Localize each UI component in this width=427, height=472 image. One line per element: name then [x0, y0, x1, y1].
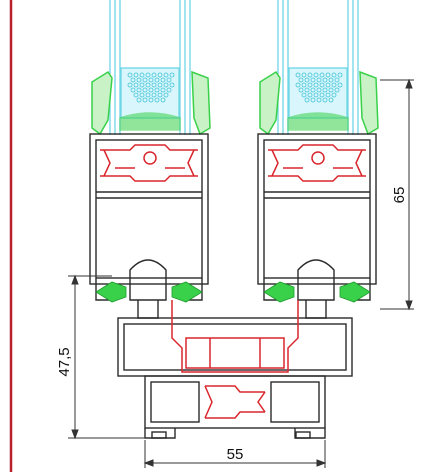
left-sash	[89, 0, 211, 319]
dimension-55: 55	[143, 440, 327, 468]
left-thermal-break	[100, 144, 198, 182]
dimension-65: 65	[380, 78, 414, 311]
left-glazing-gasket	[91, 70, 211, 136]
frame-profile	[117, 317, 353, 439]
left-sash-profile	[89, 133, 209, 319]
right-thermal-break	[268, 144, 366, 182]
dimension-65-label: 65	[391, 187, 408, 204]
right-sash	[257, 0, 379, 319]
dimension-55-label: 55	[227, 446, 244, 463]
right-seal-arrows	[263, 281, 371, 303]
right-sash-profile	[257, 133, 377, 319]
dimension-47-5: 47,5	[56, 274, 150, 440]
right-glass-unit	[277, 0, 359, 135]
left-spacer-desiccant	[127, 72, 175, 103]
left-seal-arrows	[95, 281, 203, 303]
right-glazing-gasket	[259, 70, 379, 136]
frame-thermal-break	[171, 300, 299, 419]
right-spacer-desiccant	[295, 72, 343, 103]
dimension-47-5-label: 47,5	[56, 347, 73, 376]
